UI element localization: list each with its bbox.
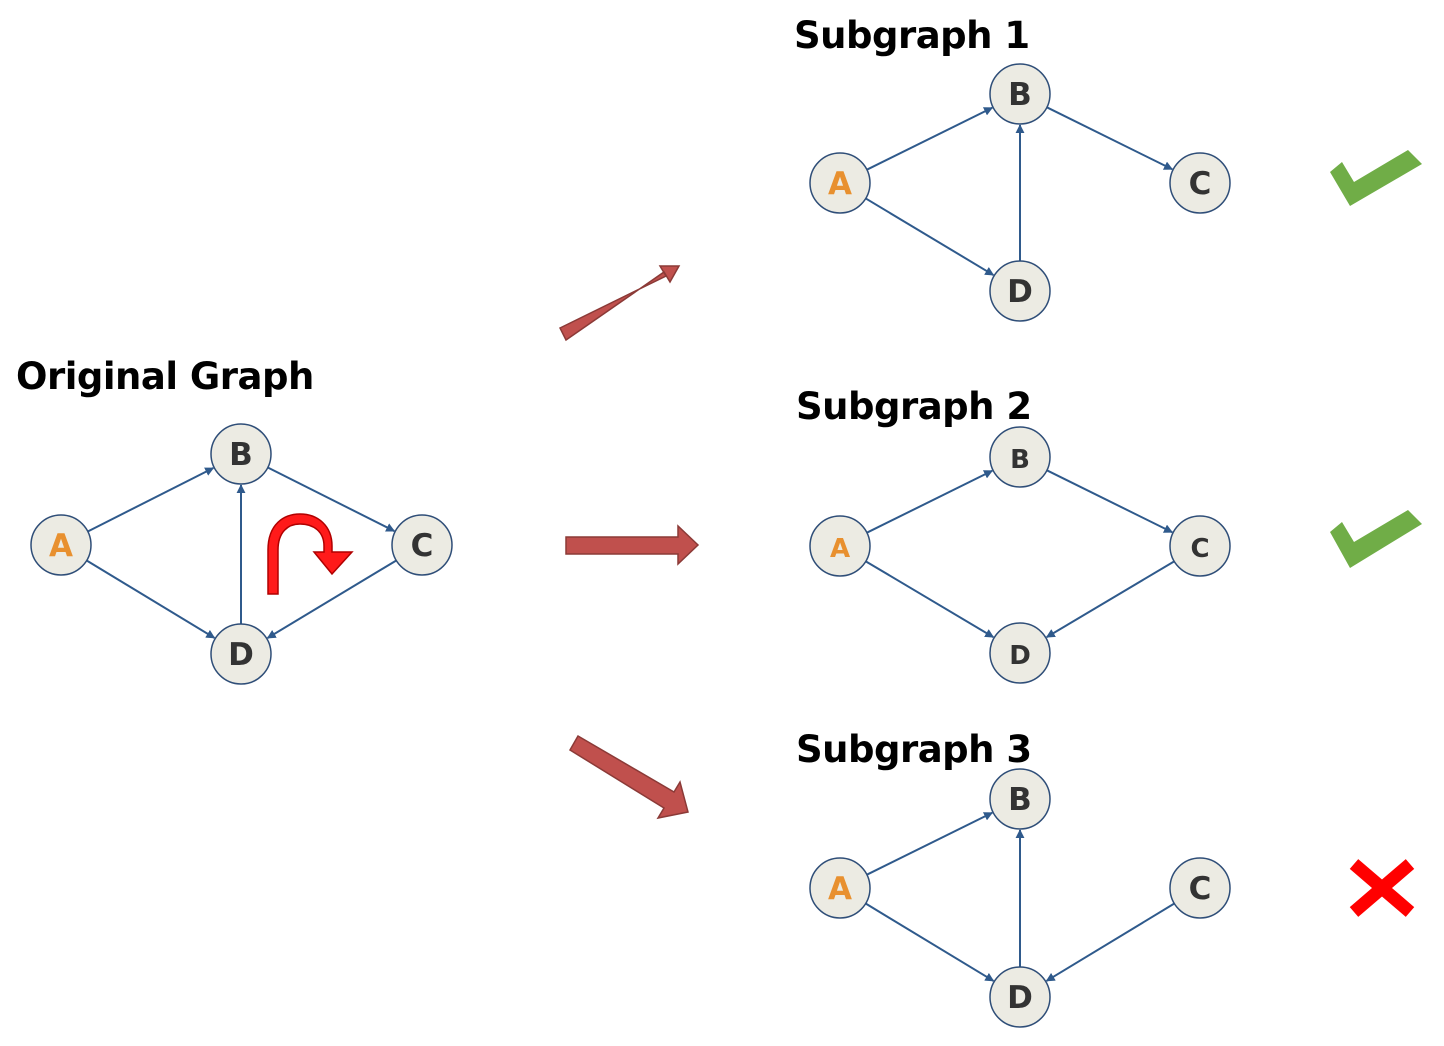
node-label-a: A (828, 166, 852, 202)
cycle-arrow-icon (267, 513, 354, 595)
node-d (989, 260, 1051, 322)
node-a (30, 514, 92, 576)
node-label-c: C (1190, 534, 1209, 564)
node-a (809, 152, 871, 214)
subgraph-3-title: Subgraph 3 (796, 728, 1032, 771)
node-d (210, 623, 272, 685)
original-graph: A B C D (30, 423, 453, 685)
checkmark-icon (1330, 150, 1422, 206)
node-label-d: D (1009, 641, 1031, 671)
node-a (809, 515, 871, 577)
node-b (989, 63, 1051, 125)
edge-a-b (866, 106, 994, 171)
node-c (391, 514, 453, 576)
node-label-a: A (830, 534, 850, 564)
subgraph-2-title: Subgraph 2 (796, 385, 1032, 428)
node-label-c: C (411, 528, 434, 564)
node-b (989, 426, 1051, 488)
node-a (809, 857, 871, 919)
node-label-c: C (1189, 166, 1212, 202)
edge-a-b (866, 811, 994, 876)
node-label-d: D (228, 637, 254, 673)
node-c (1169, 857, 1231, 919)
edge-b-c (267, 466, 396, 532)
edge-a-d (865, 560, 995, 639)
subgraph-3: A B C D (809, 768, 1231, 1028)
edge-b-c (1046, 469, 1174, 534)
edge-a-b (87, 467, 215, 533)
block-arrow-to-subgraph-3 (568, 734, 689, 820)
checkmark-icon (1330, 510, 1422, 568)
node-c (1169, 152, 1231, 214)
edge-a-b (866, 469, 994, 534)
node-label-a: A (828, 871, 852, 907)
node-label-d: D (1007, 274, 1033, 310)
node-label-b: B (1008, 782, 1032, 818)
subgraph-2: A B C D (809, 426, 1231, 684)
node-d (989, 966, 1051, 1028)
node-b (989, 768, 1051, 830)
edge-a-d (86, 559, 216, 639)
edge-c-d (266, 559, 397, 639)
edge-c-d (1045, 560, 1175, 639)
node-label-d: D (1007, 980, 1033, 1016)
block-arrow-to-subgraph-1 (558, 265, 681, 342)
node-b (210, 423, 272, 485)
node-c (1169, 515, 1231, 577)
subgraph-1: A B C D (809, 63, 1231, 322)
edge-a-d (865, 197, 995, 276)
node-label-b: B (229, 437, 253, 473)
node-label-b: B (1008, 77, 1032, 113)
edge-a-d (865, 902, 995, 982)
node-d (989, 622, 1051, 684)
block-arrow-to-subgraph-2 (565, 524, 700, 566)
edge-c-d (1045, 902, 1175, 982)
subgraph-1-title: Subgraph 1 (794, 14, 1030, 57)
node-label-c: C (1189, 871, 1212, 907)
node-label-b: B (1010, 445, 1030, 475)
cross-icon (1349, 859, 1415, 917)
edge-b-c (1046, 106, 1174, 171)
node-label-a: A (49, 528, 73, 564)
original-graph-title: Original Graph (16, 355, 314, 398)
